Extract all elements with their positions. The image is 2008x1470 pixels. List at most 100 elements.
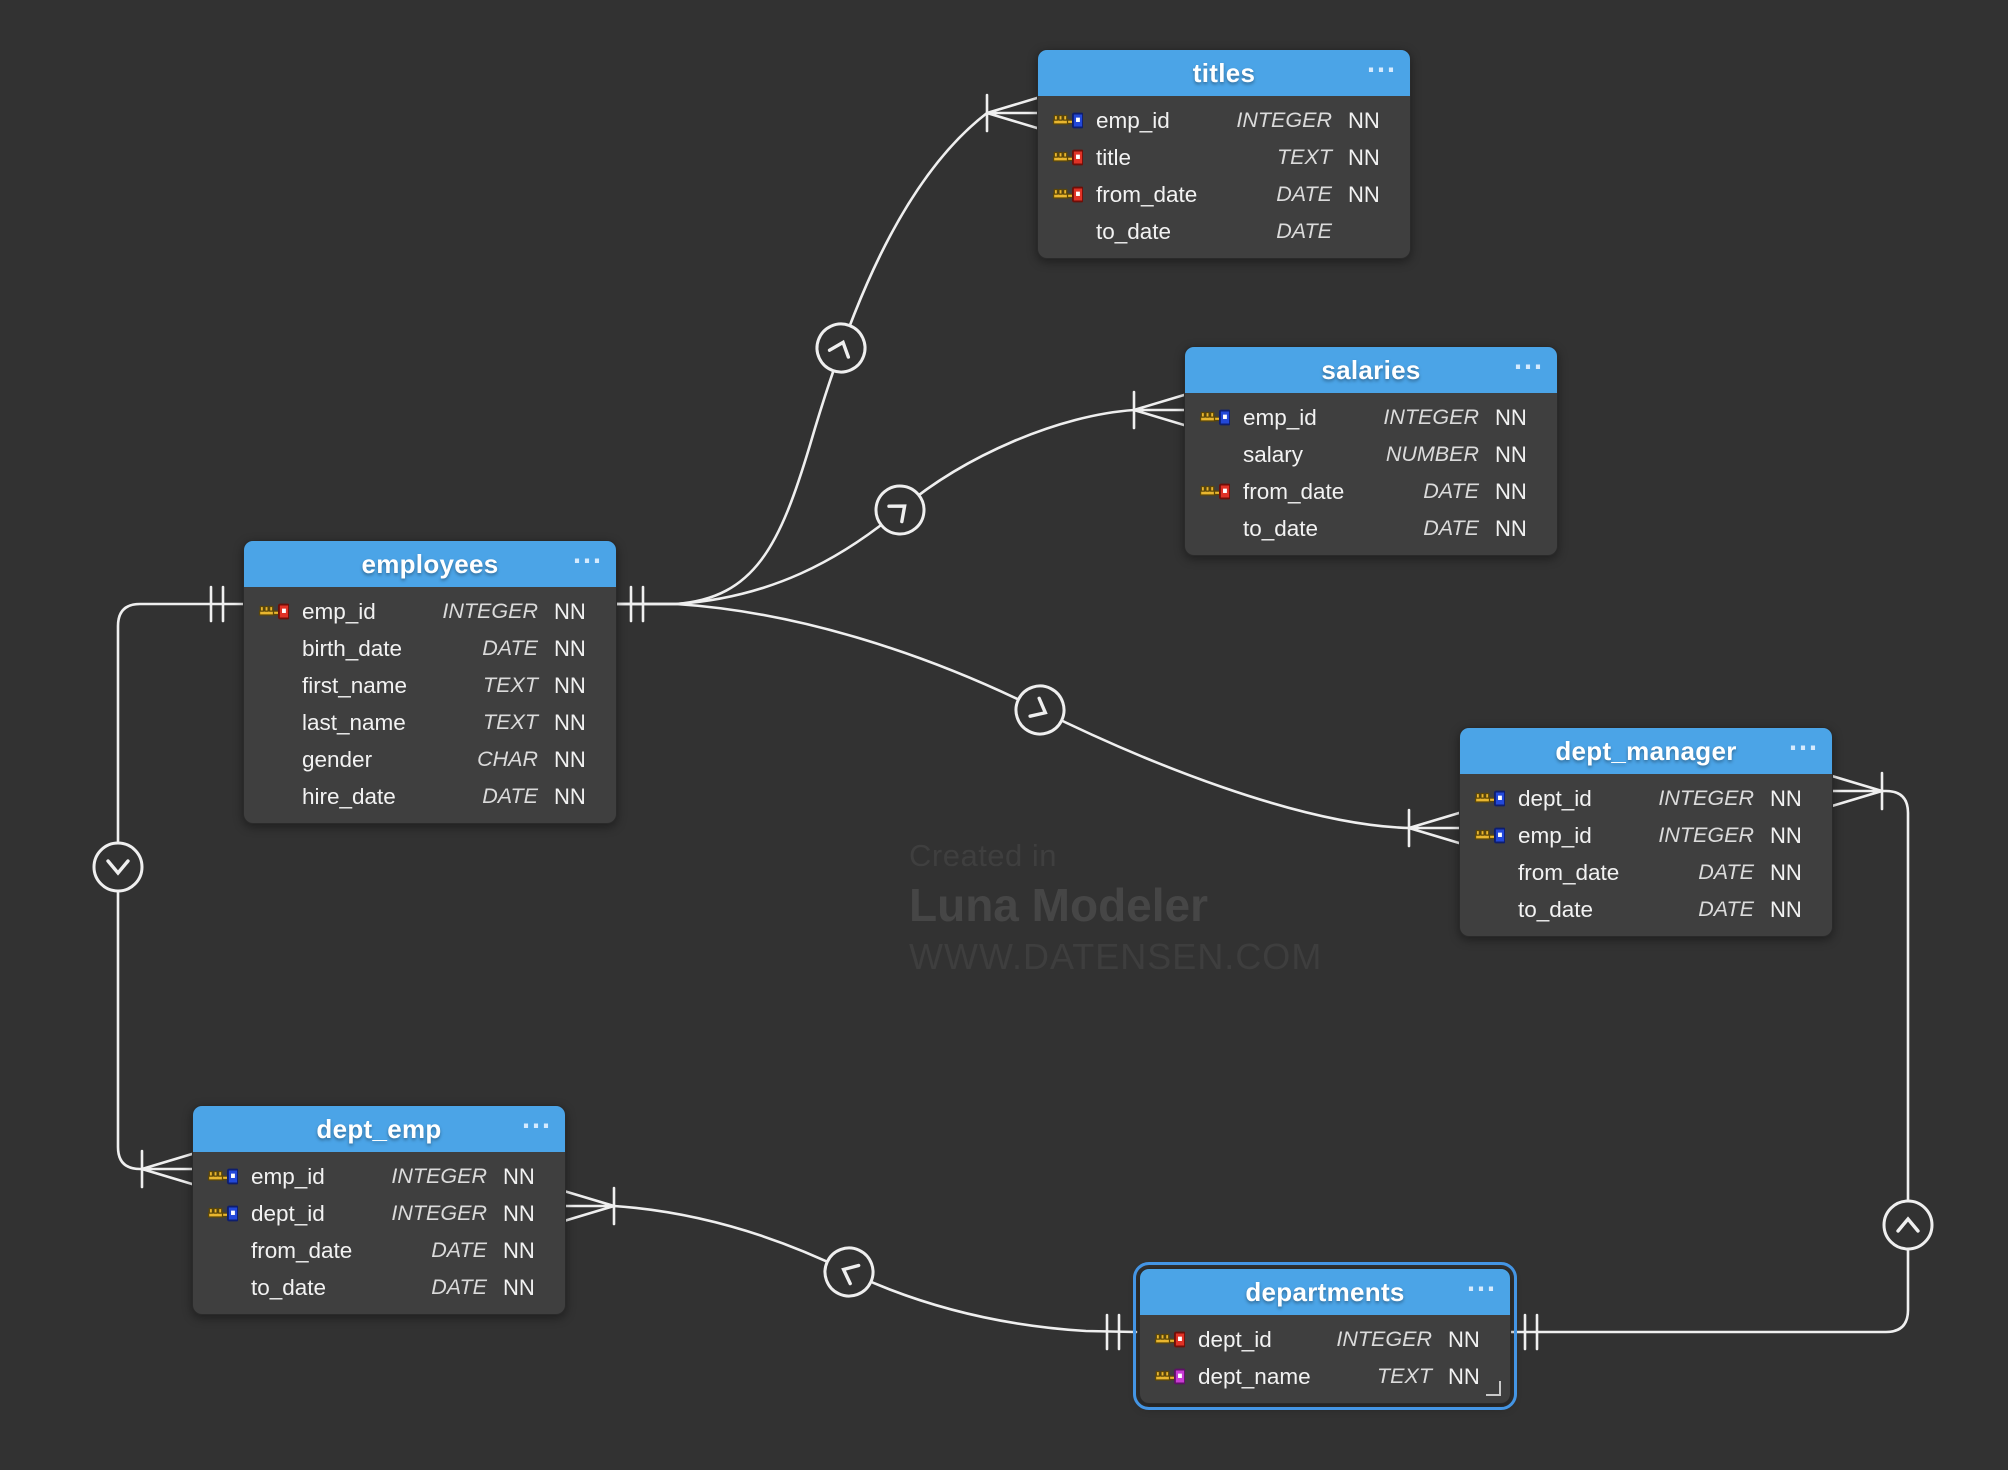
column-type: TEXT <box>1277 145 1332 169</box>
table-title: titles <box>1192 57 1256 88</box>
column-type: DATE <box>1423 516 1479 540</box>
column-type: INTEGER <box>1383 405 1479 429</box>
column-row[interactable]: dept_name TEXT NN <box>1140 1358 1510 1395</box>
table-menu-icon[interactable]: ⋯ <box>1366 53 1397 87</box>
column-row[interactable]: to_date DATE NN <box>1185 510 1557 547</box>
column-notnull-flag: NN <box>554 598 586 624</box>
column-row[interactable]: to_date DATE <box>1038 213 1410 250</box>
column-name: emp_id <box>1096 107 1170 133</box>
column-type: NUMBER <box>1385 442 1479 466</box>
table-columns: dept_id INTEGER NN dept_name TEXT NN <box>1140 1315 1510 1403</box>
column-row[interactable]: emp_id INTEGER NN <box>193 1158 565 1195</box>
table-header[interactable]: dept_manager ⋯ <box>1460 728 1832 774</box>
column-row[interactable]: first_name TEXT NN <box>244 667 616 704</box>
table-dept-manager[interactable]: dept_manager ⋯ dept_id INTEGER NN <box>1459 727 1833 937</box>
column-type: INTEGER <box>1236 108 1332 132</box>
column-row[interactable]: gender CHAR NN <box>244 741 616 778</box>
column-notnull-flag: NN <box>554 746 586 772</box>
table-columns: emp_id INTEGER NN birth_date DATE NN fir… <box>244 587 616 823</box>
column-type: INTEGER <box>391 1201 487 1225</box>
table-titles[interactable]: titles ⋯ emp_id INTEGER NN <box>1037 49 1411 259</box>
relationship-departments-dept-emp[interactable] <box>562 1186 1138 1351</box>
cardinality-one-icon <box>209 585 225 623</box>
column-row[interactable]: birth_date DATE NN <box>244 630 616 667</box>
column-notnull-flag: NN <box>1348 181 1380 207</box>
table-menu-icon[interactable]: ⋯ <box>1466 1272 1497 1306</box>
column-row[interactable]: title TEXT NN <box>1038 139 1410 176</box>
table-header[interactable]: departments ⋯ <box>1140 1269 1510 1315</box>
column-row[interactable]: hire_date DATE NN <box>244 778 616 815</box>
crow-foot-many-icon <box>985 93 1039 133</box>
table-menu-icon[interactable]: ⋯ <box>1513 350 1544 384</box>
column-notnull-flag: NN <box>554 783 586 809</box>
table-columns: emp_id INTEGER NN dept_id INTEGER NN fro… <box>193 1152 565 1314</box>
primary-key-icon <box>1154 1331 1185 1348</box>
column-type: DATE <box>1423 479 1479 503</box>
table-header[interactable]: dept_emp ⋯ <box>193 1106 565 1152</box>
column-row[interactable]: emp_id INTEGER NN <box>1185 399 1557 436</box>
column-row[interactable]: dept_id INTEGER NN <box>1460 780 1832 817</box>
column-row[interactable]: dept_id INTEGER NN <box>193 1195 565 1232</box>
column-row[interactable]: from_date DATE NN <box>1460 854 1832 891</box>
column-name: emp_id <box>251 1163 325 1189</box>
direction-chevron-icon <box>823 1246 875 1298</box>
primary-key-icon <box>1199 483 1230 500</box>
column-type: DATE <box>1276 182 1332 206</box>
column-name: to_date <box>251 1274 327 1300</box>
column-row[interactable]: emp_id INTEGER NN <box>1460 817 1832 854</box>
column-notnull-flag: NN <box>554 672 586 698</box>
table-header[interactable]: salaries ⋯ <box>1185 347 1557 393</box>
column-row[interactable]: emp_id INTEGER NN <box>244 593 616 630</box>
column-name: from_date <box>1243 478 1345 504</box>
crow-foot-many-icon <box>1132 390 1186 430</box>
column-row[interactable]: emp_id INTEGER NN <box>1038 102 1410 139</box>
relationship-departments-dept-manager[interactable] <box>1507 771 1934 1351</box>
table-dept-emp[interactable]: dept_emp ⋯ emp_id INTEGER NN <box>192 1105 566 1315</box>
primary-foreign-key-icon <box>207 1205 238 1222</box>
column-notnull-flag: NN <box>1770 785 1802 811</box>
direction-chevron-icon <box>1014 684 1066 736</box>
column-type: DATE <box>1276 219 1332 243</box>
relationship-employees-salaries[interactable] <box>613 390 1186 606</box>
column-name: from_date <box>1518 859 1620 885</box>
column-name: title <box>1096 144 1132 170</box>
relationship-employees-dept-manager[interactable] <box>613 602 1461 848</box>
cardinality-one-icon <box>629 585 645 623</box>
table-columns: emp_id INTEGER NN title TEXT NN <box>1038 96 1410 258</box>
table-departments[interactable]: departments ⋯ dept_id INTEGER NN <box>1133 1262 1517 1410</box>
column-name: emp_id <box>1518 822 1592 848</box>
column-row[interactable]: from_date DATE NN <box>1038 176 1410 213</box>
table-header[interactable]: titles ⋯ <box>1038 50 1410 96</box>
column-row[interactable]: last_name TEXT NN <box>244 704 616 741</box>
table-menu-icon[interactable]: ⋯ <box>521 1109 552 1143</box>
direction-chevron-icon <box>815 322 867 374</box>
column-name: to_date <box>1243 515 1319 541</box>
watermark-brand: Luna Modeler <box>909 879 1209 931</box>
table-employees[interactable]: employees ⋯ emp_id INTEGER NN birth_date… <box>243 540 617 824</box>
relationship-employees-dept-emp[interactable] <box>92 585 245 1189</box>
direction-chevron-icon <box>92 841 144 893</box>
cardinality-one-icon <box>1523 1313 1539 1351</box>
crow-foot-many-icon <box>1407 808 1461 848</box>
table-menu-icon[interactable]: ⋯ <box>1788 731 1819 765</box>
column-row[interactable]: to_date DATE NN <box>1460 891 1832 928</box>
table-title: departments <box>1245 1276 1405 1307</box>
watermark-line: Created in <box>909 838 1058 873</box>
table-header[interactable]: employees ⋯ <box>244 541 616 587</box>
relationship-employees-titles[interactable] <box>613 93 1039 606</box>
resize-handle-icon[interactable] <box>1486 1381 1501 1396</box>
column-type: INTEGER <box>391 1164 487 1188</box>
table-salaries[interactable]: salaries ⋯ emp_id INTEGER NN salary NUMB… <box>1184 346 1558 556</box>
table-title: employees <box>361 548 499 579</box>
primary-key-icon <box>1052 186 1083 203</box>
column-row[interactable]: dept_id INTEGER NN <box>1140 1321 1510 1358</box>
column-name: hire_date <box>302 783 396 809</box>
watermark-url: WWW.DATENSEN.COM <box>909 936 1323 977</box>
column-name: dept_name <box>1198 1363 1311 1389</box>
column-row[interactable]: from_date DATE NN <box>193 1232 565 1269</box>
column-row[interactable]: salary NUMBER NN <box>1185 436 1557 473</box>
table-menu-icon[interactable]: ⋯ <box>572 544 603 578</box>
column-row[interactable]: to_date DATE NN <box>193 1269 565 1306</box>
column-row[interactable]: from_date DATE NN <box>1185 473 1557 510</box>
